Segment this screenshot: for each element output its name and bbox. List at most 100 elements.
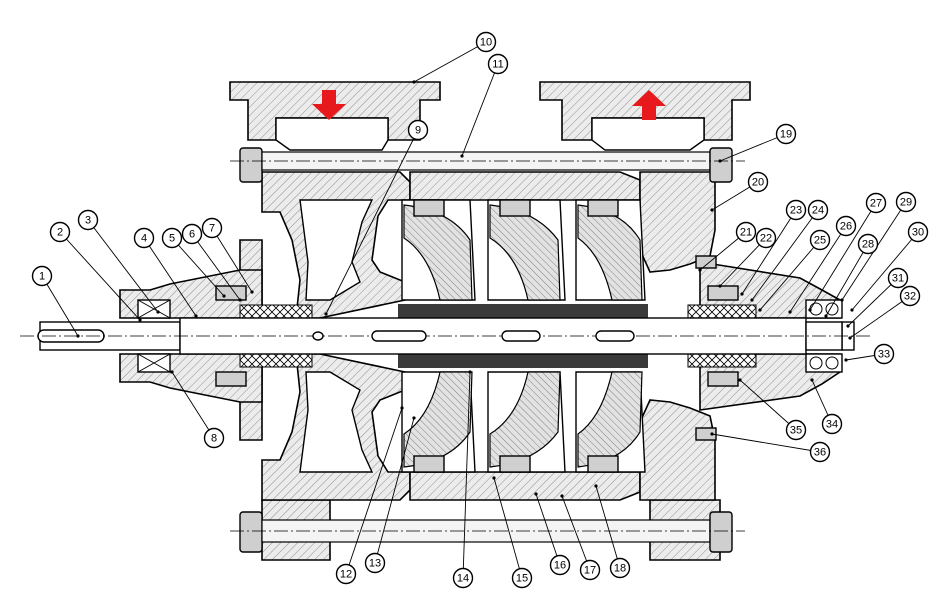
leader-dot-36 <box>710 432 714 436</box>
leader-dot-1 <box>76 334 80 338</box>
discharge-packing-lower <box>687 353 757 368</box>
callout-12: 12 <box>335 563 357 585</box>
leader-dot-2 <box>138 318 142 322</box>
leader-line-12 <box>345 407 403 575</box>
callout-19: 19 <box>775 123 797 145</box>
pump-shaft <box>20 317 870 355</box>
callout-circle <box>887 267 909 289</box>
callout-label: 13 <box>369 558 381 570</box>
callout-14: 14 <box>452 567 474 589</box>
callout-label: 24 <box>812 205 824 217</box>
callout-label: 25 <box>814 235 826 247</box>
leader-dot-31 <box>846 324 850 328</box>
leader-line-11 <box>461 63 499 157</box>
callout-circle <box>775 123 797 145</box>
callout-27: 27 <box>865 192 887 214</box>
callout-24: 24 <box>807 199 829 221</box>
callout-label: 31 <box>892 273 904 285</box>
leader-dot-32 <box>848 336 852 340</box>
callout-2: 2 <box>49 221 71 243</box>
callout-label: 2 <box>57 227 63 239</box>
leader-dot-3 <box>156 310 160 314</box>
callout-label: 30 <box>912 227 924 239</box>
leader-line-9 <box>325 129 419 315</box>
callout-label: 15 <box>516 573 528 585</box>
callout-circle <box>549 554 571 576</box>
callout-label: 19 <box>780 129 792 141</box>
callout-25: 25 <box>809 229 831 251</box>
callout-circle <box>809 441 831 463</box>
leader-dot-4 <box>194 314 198 318</box>
callout-label: 23 <box>790 205 802 217</box>
leader-dot-8 <box>170 370 174 374</box>
packing-seals <box>215 255 757 441</box>
callout-label: 1 <box>39 271 45 283</box>
leader-dot-25 <box>758 308 762 312</box>
callout-label: 22 <box>760 233 772 245</box>
callout-circle <box>161 227 183 249</box>
callout-13: 13 <box>364 552 386 574</box>
callout-circle <box>203 427 225 449</box>
callout-20: 20 <box>747 171 769 193</box>
callout-circle <box>609 557 631 579</box>
leader-line-1 <box>41 275 79 337</box>
leader-line-6 <box>191 233 241 301</box>
callout-circle <box>857 233 879 255</box>
leader-line-25 <box>759 239 821 311</box>
suction-packing-lower <box>239 353 313 368</box>
callout-label: 20 <box>752 177 764 189</box>
leader-line-32 <box>849 295 911 339</box>
callout-label: 6 <box>189 229 195 241</box>
leader-line-24 <box>751 209 819 301</box>
leader-dot-23 <box>740 292 744 296</box>
leader-dot-35 <box>738 378 742 382</box>
callout-label: 18 <box>614 563 626 575</box>
leader-line-18 <box>595 485 621 569</box>
callout-circle <box>487 53 509 75</box>
leader-dot-22 <box>718 284 722 288</box>
tie-bolt-lower <box>230 511 745 553</box>
leader-dot-27 <box>808 308 812 312</box>
leader-dot-34 <box>810 378 814 382</box>
callout-circle <box>364 552 386 574</box>
tie-bolt-upper <box>230 147 745 183</box>
callout-7: 7 <box>201 217 223 239</box>
callout-8: 8 <box>203 427 225 449</box>
callout-circle <box>181 223 203 245</box>
callout-circle <box>807 199 829 221</box>
callout-11: 11 <box>487 53 509 75</box>
leader-line-13 <box>374 417 415 564</box>
callout-22: 22 <box>755 227 777 249</box>
callout-9: 9 <box>407 119 429 141</box>
callout-33: 33 <box>873 343 895 365</box>
callout-6: 6 <box>181 223 203 245</box>
callout-circle <box>747 171 769 193</box>
leader-dot-5 <box>222 294 226 298</box>
callout-label: 4 <box>141 233 147 245</box>
callout-36: 36 <box>809 441 831 463</box>
leader-line-19 <box>719 133 787 162</box>
leader-dot-11 <box>460 154 464 158</box>
leader-line-22 <box>719 237 767 287</box>
leader-dot-16 <box>534 492 538 496</box>
leader-line-17 <box>561 495 591 571</box>
callout-circle <box>785 419 807 441</box>
leader-line-26 <box>789 225 847 313</box>
leader-line-15 <box>493 477 523 579</box>
callout-16: 16 <box>549 554 571 576</box>
callout-label: 21 <box>740 227 752 239</box>
callout-10: 10 <box>475 31 497 53</box>
leader-dot-15 <box>492 476 496 480</box>
callout-30: 30 <box>907 221 929 243</box>
callout-34: 34 <box>821 413 843 435</box>
leader-line-35 <box>739 379 797 431</box>
discharge-packing-upper <box>687 304 757 319</box>
callout-circle <box>809 229 831 251</box>
leader-dot-6 <box>238 298 242 302</box>
callout-circle <box>835 215 857 237</box>
leader-dot-13 <box>412 416 416 420</box>
suction-packing-upper <box>239 304 313 319</box>
bearings <box>137 299 855 373</box>
callout-5: 5 <box>161 227 183 249</box>
